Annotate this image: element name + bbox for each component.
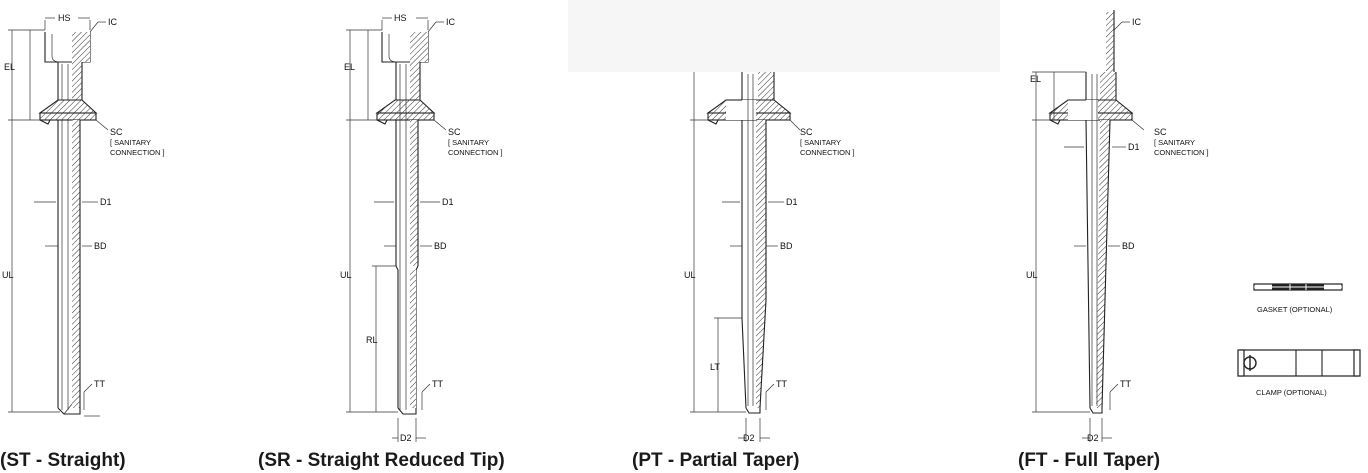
- label-d1: D1: [1128, 142, 1140, 152]
- label-bd: BD: [780, 241, 793, 251]
- label-sc-note: CONNECTION ]: [110, 148, 165, 157]
- caption-st: (ST - Straight): [0, 450, 126, 471]
- clamp-drawing: [1237, 349, 1361, 377]
- label-ic: IC: [1132, 17, 1142, 27]
- label-hs: HS: [58, 13, 71, 23]
- gasket-drawing: [1253, 283, 1343, 291]
- label-ic: IC: [446, 17, 456, 27]
- caption-ft: (FT - Full Taper): [1018, 450, 1160, 471]
- label-sc-note: [ SANITARY: [1154, 138, 1195, 147]
- label-d1: D1: [442, 197, 454, 207]
- label-d2: D2: [743, 433, 755, 443]
- label-bd: BD: [94, 241, 107, 251]
- label-tt: TT: [1120, 379, 1131, 389]
- background-panel: [568, 0, 1000, 72]
- label-ul: UL: [684, 270, 696, 280]
- label-ul: UL: [340, 270, 352, 280]
- label-el: EL: [4, 62, 15, 72]
- drawing-ft: [1032, 10, 1145, 442]
- label-clamp: CLAMP (OPTIONAL): [1256, 388, 1327, 397]
- label-d1: D1: [100, 197, 112, 207]
- label-d2: D2: [400, 433, 412, 443]
- label-tt: TT: [432, 379, 443, 389]
- label-tt: TT: [94, 379, 105, 389]
- caption-pt: (PT - Partial Taper): [632, 450, 800, 471]
- label-sc-note: [ SANITARY: [110, 138, 151, 147]
- label-sc-note: CONNECTION ]: [448, 148, 503, 157]
- label-gasket: GASKET (OPTIONAL): [1257, 305, 1333, 314]
- label-el: EL: [1030, 74, 1041, 84]
- drawing-sr: [346, 17, 447, 442]
- label-ul: UL: [2, 270, 14, 280]
- label-sc-note: CONNECTION ]: [800, 148, 855, 157]
- label-ul: UL: [1026, 270, 1038, 280]
- label-sc-note: CONNECTION ]: [1154, 148, 1209, 157]
- label-d2: D2: [1087, 433, 1099, 443]
- label-el: EL: [344, 62, 355, 72]
- label-sc: SC: [110, 127, 123, 137]
- label-hs: HS: [394, 13, 407, 23]
- label-bd: BD: [1122, 241, 1135, 251]
- label-sc-note: [ SANITARY: [800, 138, 841, 147]
- label-rl: RL: [366, 335, 378, 345]
- label-sc: SC: [448, 127, 461, 137]
- drawing-st: [8, 17, 109, 417]
- label-sc-note: [ SANITARY: [448, 138, 489, 147]
- label-bd: BD: [434, 241, 447, 251]
- label-lt: LT: [710, 362, 720, 372]
- label-ic: IC: [108, 17, 118, 27]
- label-tt: TT: [776, 379, 787, 389]
- label-d1: D1: [786, 197, 798, 207]
- label-sc: SC: [1154, 127, 1167, 137]
- label-sc: SC: [800, 127, 813, 137]
- caption-sr: (SR - Straight Reduced Tip): [258, 450, 505, 471]
- drawing-pt: [690, 72, 801, 442]
